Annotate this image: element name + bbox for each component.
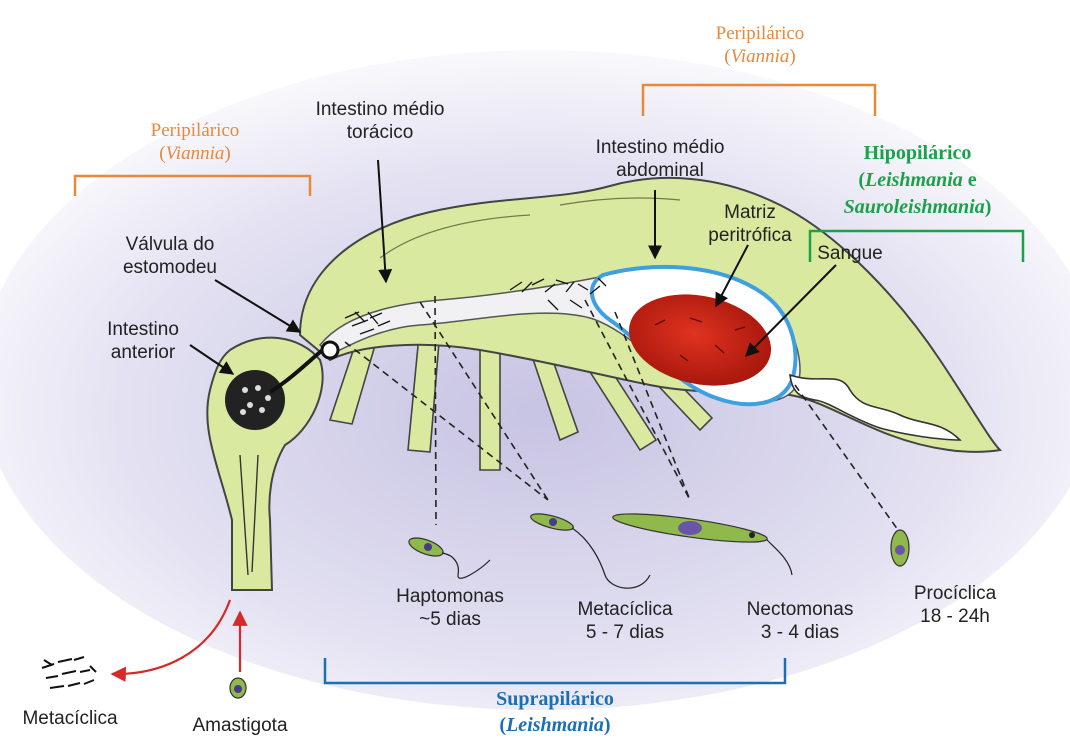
label-valvula-estomodeu: Válvula do estomodeu	[100, 233, 240, 279]
label-nectomonas: Nectomonas 3 - 4 dias	[735, 598, 865, 644]
hipopilarico-genus1: Leishmania	[865, 169, 963, 191]
hipopilarico-line2: (Leishmania e	[810, 167, 1025, 194]
peripilarico-left-title: Peripilárico	[120, 119, 270, 142]
label-metaciclica-bottom: Metacíclica	[10, 707, 130, 730]
label-hipopilarico: Hipopilárico (Leishmania e Sauroleishman…	[810, 140, 1025, 221]
label-intestino-medio-toracico: Intestino médio torácico	[290, 98, 470, 144]
peripilarico-left-genus-line: (Viannia)	[120, 142, 270, 165]
amastigota-parasite	[230, 678, 246, 698]
suprapilarico-title: Suprapilárico	[455, 686, 655, 712]
label-intestino-anterior: Intestino anterior	[88, 318, 198, 364]
hipopilarico-title: Hipopilárico	[810, 140, 1025, 167]
hipopilarico-genus2: Sauroleishmania	[844, 196, 985, 218]
peripilarico-right-genus-line: (Viannia)	[685, 45, 835, 68]
peripilarico-right-genus: Viannia	[731, 46, 790, 67]
label-intestino-medio-abdominal: Intestino médio abdominal	[570, 136, 750, 182]
prociclica-parasite	[891, 530, 909, 566]
label-matriz-peritrofica: Matriz peritrófica	[695, 201, 805, 247]
peripilarico-left-genus: Viannia	[166, 143, 225, 164]
hipopilarico-line3: Sauroleishmania)	[810, 194, 1025, 221]
label-haptomonas: Haptomonas ~5 dias	[390, 585, 510, 631]
stomodeal-valve	[322, 342, 338, 358]
pharynx	[225, 370, 285, 430]
label-peripilarico-left: Peripilárico (Viannia)	[120, 119, 270, 165]
label-suprapilarico: Suprapilárico (Leishmania)	[455, 686, 655, 738]
suprapilarico-genus: Leishmania	[506, 714, 604, 736]
label-prociclica: Procíclica 18 - 24h	[900, 582, 1010, 628]
peripilarico-right-title: Peripilárico	[685, 22, 835, 45]
suprapilarico-genus-line: (Leishmania)	[455, 712, 655, 738]
label-peripilarico-right: Peripilárico (Viannia)	[685, 22, 835, 68]
label-sangue: Sangue	[805, 242, 895, 265]
label-metaciclica: Metacíclica 5 - 7 dias	[565, 598, 685, 644]
metaciclica-cluster	[42, 657, 96, 688]
label-amastigota: Amastigota	[180, 714, 300, 737]
